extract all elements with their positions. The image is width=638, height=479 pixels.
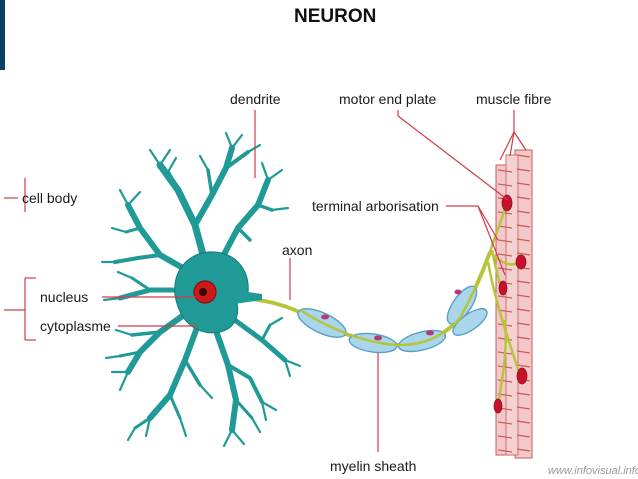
label-axon: axon (282, 242, 312, 258)
axon-hillock (234, 290, 262, 304)
credit-watermark: www.infovisual.info (548, 465, 638, 477)
label-muscle-fibre: muscle fibre (476, 91, 552, 107)
label-motor-end-plate: motor end plate (339, 91, 436, 107)
motor-end-plates (493, 194, 528, 414)
label-dendrite: dendrite (230, 91, 281, 107)
label-nucleus: nucleus (40, 289, 88, 305)
schwann-nuclei (321, 289, 462, 341)
accent-bar (0, 0, 5, 70)
label-myelin-sheath: myelin sheath (330, 458, 416, 474)
axon-core (299, 251, 492, 347)
leader-lines (4, 110, 527, 452)
diagram-title: NEURON (294, 6, 376, 27)
muscle-fibres (495, 149, 533, 459)
label-terminal-arborisation: terminal arborisation (312, 198, 439, 214)
axon (235, 251, 492, 348)
label-cytoplasme: cytoplasme (40, 318, 111, 334)
nucleolus (199, 288, 207, 296)
label-cell-body: cell body (22, 190, 77, 206)
